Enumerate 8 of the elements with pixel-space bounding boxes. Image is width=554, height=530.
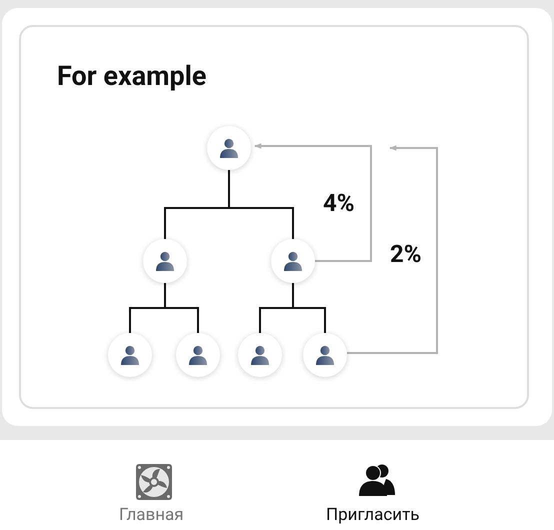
nav-label: Главная <box>119 505 184 525</box>
arrow <box>347 145 438 354</box>
tree-line <box>228 170 294 239</box>
arrow <box>254 143 372 262</box>
percent-label: 2% <box>390 240 422 268</box>
title: For example <box>57 60 206 92</box>
percent-label: 4% <box>323 189 355 217</box>
nav-label: Пригласить <box>326 505 420 525</box>
